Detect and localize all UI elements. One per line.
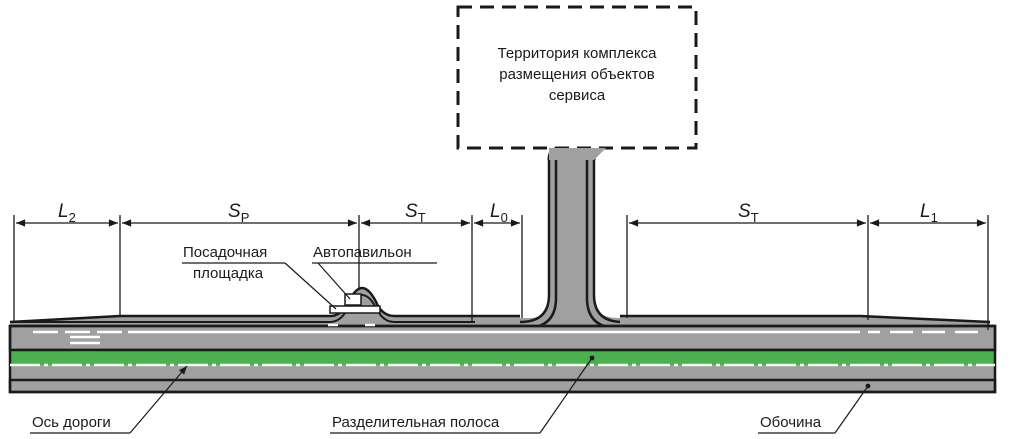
bus-shelter [344,293,362,306]
callout-median: Разделительная полоса [330,355,595,434]
dim-label-SP: SP [228,201,249,225]
carriageway-near [8,324,997,352]
shoulder-strip [8,378,997,394]
callout-road-axis: Ось дороги [30,365,188,434]
dimension-lines [13,215,989,330]
dim-label-ST-left: ST [405,201,426,225]
access-road [475,148,860,330]
callout-bus-shelter: Автопавильон [312,244,437,300]
callout-boarding-platform: Посадочная площадка [182,244,337,310]
dim-label-L2: L2 [58,201,76,225]
callout-shoulder: Обочина [758,383,871,434]
callout-boarding-platform-line1: Посадочная [183,244,267,261]
callout-boarding-platform-line2: площадка [193,265,264,282]
service-area-label-3: сервиса [549,87,606,104]
lane-markings [33,323,978,345]
main-road [8,286,997,394]
callout-median-label: Разделительная полоса [332,414,500,431]
service-area-label-1: Территория комплекса [498,45,658,62]
median-strip [10,350,995,365]
dim-label-L1: L1 [920,201,938,225]
dim-label-ST-right: ST [738,201,759,225]
callout-bus-shelter-label: Автопавильон [313,244,412,261]
service-area: Территория комплекса размещения объектов… [456,5,698,161]
service-area-label-2: размещения объектов [499,66,654,83]
dim-label-L0: L0 [490,201,508,225]
callout-shoulder-label: Обочина [760,414,822,431]
callout-road-axis-label: Ось дороги [32,414,111,431]
carriageway-far [10,365,995,380]
boarding-platform [329,305,381,314]
